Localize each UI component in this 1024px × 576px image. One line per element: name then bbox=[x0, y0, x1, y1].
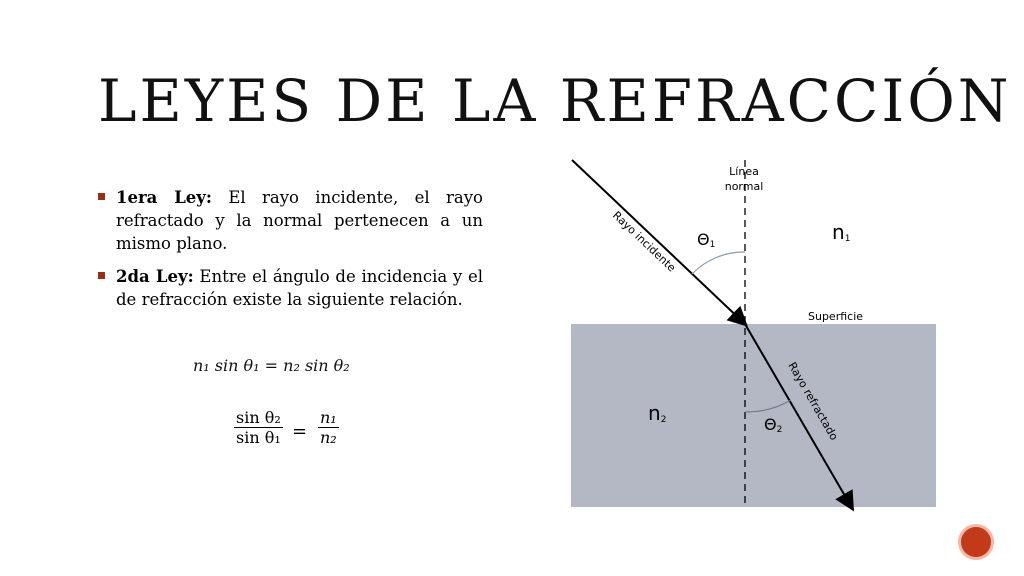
laws-list: 1era Ley: El rayo incidente, el rayo ref… bbox=[98, 186, 483, 321]
refraction-diagram: Línea normal Rayo incidente Rayo refract… bbox=[571, 159, 936, 512]
normal-label-2: normal bbox=[725, 180, 764, 193]
law-1-text: El rayo incidente, el rayo refractado y … bbox=[116, 188, 483, 253]
angle-2-arc bbox=[744, 399, 792, 413]
medium-1-label: n1 bbox=[832, 220, 850, 244]
normal-label-1: Línea bbox=[729, 165, 759, 178]
angle-1-label: Θ1 bbox=[697, 230, 715, 250]
ratio-right-denominator: n₂ bbox=[318, 427, 339, 447]
law-2: 2da Ley: Entre el ángulo de incidencia y… bbox=[98, 265, 483, 311]
angle-1-arc bbox=[691, 251, 746, 275]
slide-title: LEYES DE LA REFRACCIÓN bbox=[98, 67, 1012, 135]
bullet-icon bbox=[98, 193, 105, 200]
ratio-left-fraction: sin θ₂ sin θ₁ bbox=[234, 408, 283, 447]
law-2-text: Entre el ángulo de incidencia y el de re… bbox=[116, 267, 483, 309]
refracted-ray bbox=[744, 323, 855, 512]
snell-equation: n₁ sin θ₁ = n₂ sin θ₂ bbox=[193, 356, 350, 375]
logo-icon bbox=[958, 524, 994, 560]
surface-label: Superficie bbox=[808, 310, 863, 323]
angle-2-label: Θ2 bbox=[764, 415, 782, 435]
ratio-equals: = bbox=[292, 421, 308, 442]
ratio-right-fraction: n₁ n₂ bbox=[318, 408, 339, 447]
incident-ray bbox=[571, 159, 748, 327]
bullet-icon bbox=[98, 272, 105, 279]
incident-ray-label: Rayo incidente bbox=[610, 209, 678, 275]
law-1: 1era Ley: El rayo incidente, el rayo ref… bbox=[98, 186, 483, 255]
law-2-head: 2da Ley: bbox=[116, 267, 194, 286]
medium-2-label: n2 bbox=[648, 401, 666, 425]
medium-2-region bbox=[571, 324, 936, 507]
law-1-head: 1era Ley: bbox=[116, 188, 212, 207]
ratio-right-numerator: n₁ bbox=[320, 408, 337, 427]
ratio-left-numerator: sin θ₂ bbox=[236, 408, 281, 427]
ratio-left-denominator: sin θ₁ bbox=[234, 427, 283, 447]
